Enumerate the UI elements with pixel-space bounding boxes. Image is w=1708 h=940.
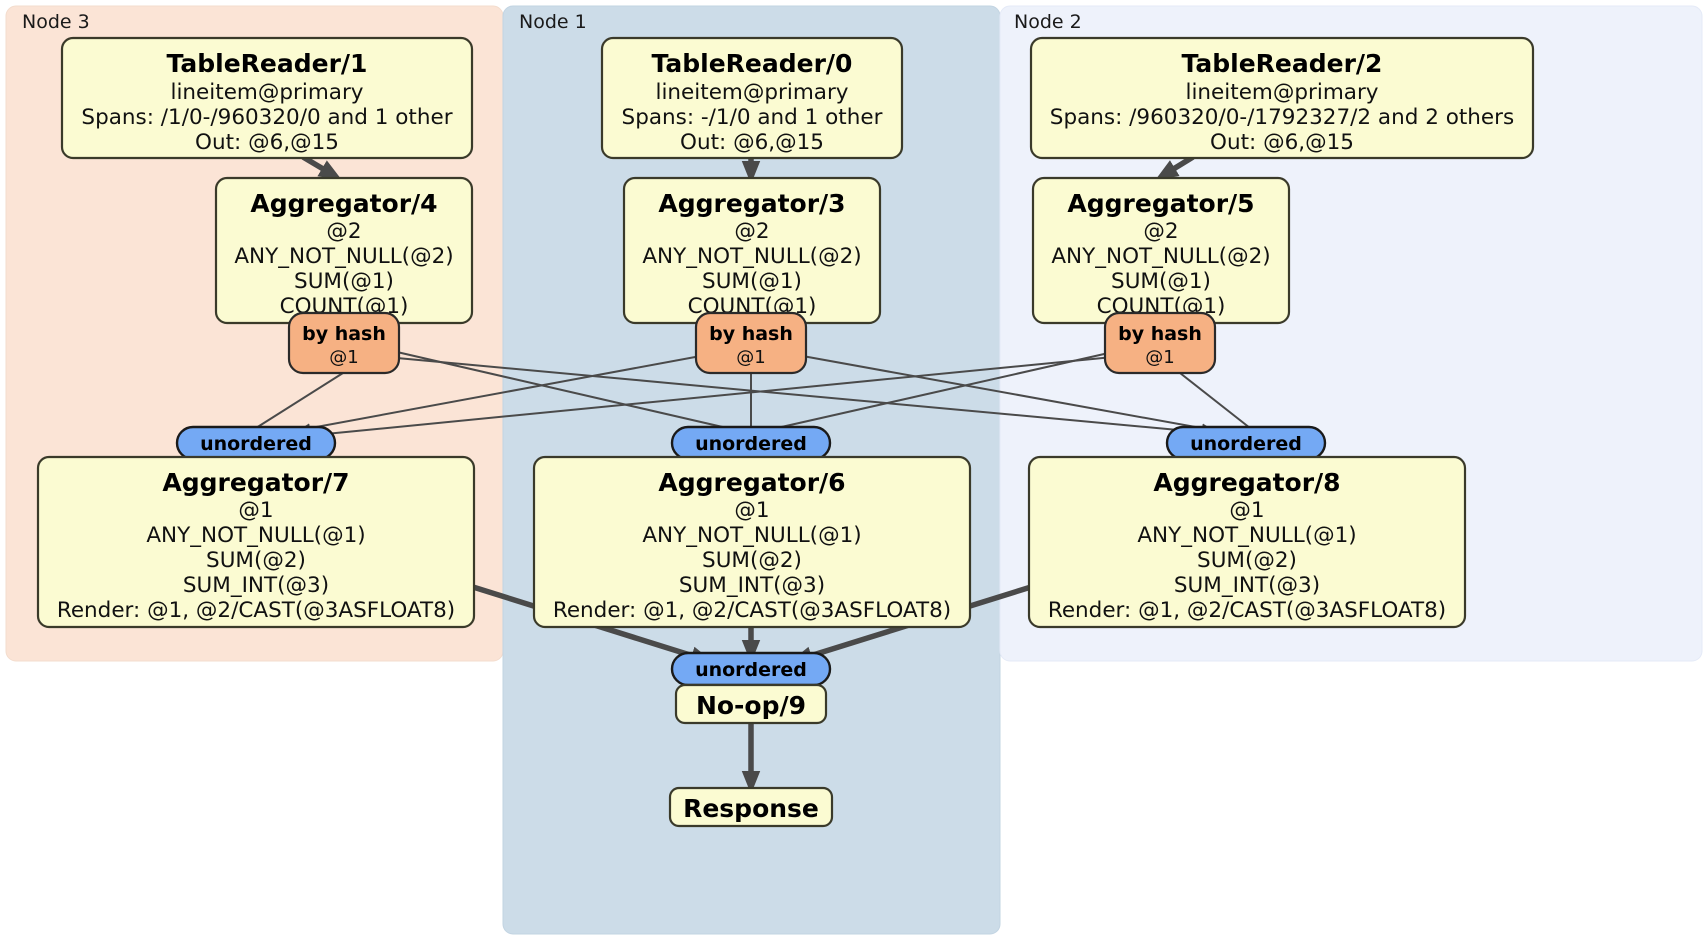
aggregator-5-line-0: @2	[1143, 219, 1178, 244]
processor-noop-9[interactable]: No-op/9	[674, 683, 828, 725]
tablereader-0-line-0: lineitem@primary	[655, 80, 848, 105]
aggregator-7-title: Aggregator/7	[162, 468, 349, 497]
tablereader-2-title: TableReader/2	[1182, 49, 1383, 78]
aggregator-7-line-4: Render: @1, @2/CAST(@3ASFLOAT8)	[57, 598, 455, 623]
router-hash-left-sub: @1	[329, 347, 358, 368]
aggregator-6-line-1: ANY_NOT_NULL(@1)	[642, 523, 861, 548]
tablereader-1-title: TableReader/1	[167, 49, 368, 78]
receiver-unordered-center[interactable]: unordered	[670, 425, 832, 461]
router-hash-center-sub: @1	[736, 347, 765, 368]
panel-node-1-label: Node 1	[519, 11, 587, 33]
aggregator-3-line-0: @2	[734, 219, 769, 244]
aggregator-3-line-1: ANY_NOT_NULL(@2)	[642, 244, 861, 269]
tablereader-0-title: TableReader/0	[652, 49, 853, 78]
processor-response[interactable]: Response	[668, 786, 834, 828]
aggregator-8-line-1: ANY_NOT_NULL(@1)	[1137, 523, 1356, 548]
router-hash-left-label: by hash	[302, 323, 386, 345]
aggregator-8-line-4: Render: @1, @2/CAST(@3ASFLOAT8)	[1048, 598, 1446, 623]
processor-aggregator-3[interactable]: Aggregator/3 @2 ANY_NOT_NULL(@2) SUM(@1)…	[622, 176, 882, 325]
aggregator-4-title: Aggregator/4	[250, 189, 437, 218]
processor-tablereader-2[interactable]: TableReader/2 lineitem@primary Spans: /9…	[1029, 36, 1535, 160]
aggregator-8-line-2: SUM(@2)	[1197, 548, 1297, 573]
noop-9-title: No-op/9	[696, 691, 806, 720]
edge-hashleft-unordered-center	[396, 351, 728, 429]
tablereader-1-line-0: lineitem@primary	[170, 80, 363, 105]
edge-hashright-unordered-right	[1179, 372, 1251, 429]
edge-hashleft-unordered-right	[396, 357, 1202, 436]
receiver-unordered-right[interactable]: unordered	[1165, 425, 1327, 461]
router-hash-right-label: by hash	[1118, 323, 1202, 345]
aggregator-7-line-3: SUM_INT(@3)	[183, 573, 329, 598]
processor-tablereader-0[interactable]: TableReader/0 lineitem@primary Spans: -/…	[600, 36, 904, 160]
aggregator-5-line-1: ANY_NOT_NULL(@2)	[1051, 244, 1270, 269]
edge-tr1-agg4	[301, 154, 342, 181]
aggregator-6-line-4: Render: @1, @2/CAST(@3ASFLOAT8)	[553, 598, 951, 623]
aggregator-4-line-2: SUM(@1)	[294, 269, 394, 294]
processor-aggregator-8[interactable]: Aggregator/8 @1 ANY_NOT_NULL(@1) SUM(@2)…	[1027, 455, 1467, 629]
panel-node-3-label: Node 3	[22, 11, 90, 33]
processor-aggregator-7[interactable]: Aggregator/7 @1 ANY_NOT_NULL(@1) SUM(@2)…	[36, 455, 476, 629]
edge-hashleft-unordered-left	[255, 372, 344, 429]
processor-aggregator-5[interactable]: Aggregator/5 @2 ANY_NOT_NULL(@2) SUM(@1)…	[1031, 176, 1291, 325]
tablereader-1-line-1: Spans: /1/0-/960320/0 and 1 other	[81, 105, 452, 130]
aggregator-7-line-0: @1	[238, 498, 273, 523]
aggregator-6-line-3: SUM_INT(@3)	[679, 573, 825, 598]
aggregator-4-line-1: ANY_NOT_NULL(@2)	[234, 244, 453, 269]
aggregator-5-line-2: SUM(@1)	[1111, 269, 1211, 294]
aggregator-6-title: Aggregator/6	[658, 468, 845, 497]
aggregator-3-line-2: SUM(@1)	[702, 269, 802, 294]
panel-node-2-label: Node 2	[1014, 11, 1082, 33]
processor-aggregator-4[interactable]: Aggregator/4 @2 ANY_NOT_NULL(@2) SUM(@1)…	[214, 176, 474, 325]
router-hash-center-label: by hash	[709, 323, 793, 345]
tablereader-2-line-1: Spans: /960320/0-/1792327/2 and 2 others	[1050, 105, 1514, 130]
router-hash-right[interactable]: by hash @1	[1103, 311, 1217, 375]
processor-tablereader-1[interactable]: TableReader/1 lineitem@primary Spans: /1…	[60, 36, 474, 160]
receiver-unordered-final[interactable]: unordered	[670, 651, 832, 687]
tablereader-2-line-2: Out: @6,@15	[1210, 130, 1354, 155]
router-hash-left[interactable]: by hash @1	[287, 311, 401, 375]
receiver-unordered-left-label: unordered	[200, 433, 312, 455]
aggregator-5-title: Aggregator/5	[1067, 189, 1254, 218]
aggregator-8-title: Aggregator/8	[1153, 468, 1340, 497]
aggregator-7-line-2: SUM(@2)	[206, 548, 306, 573]
aggregator-8-line-0: @1	[1229, 498, 1264, 523]
aggregator-3-title: Aggregator/3	[658, 189, 845, 218]
receiver-unordered-left[interactable]: unordered	[175, 425, 337, 461]
edge-hashright-unordered-left	[303, 356, 1114, 440]
aggregator-6-line-2: SUM(@2)	[702, 548, 802, 573]
edge-hashcenter-unordered-left	[298, 354, 707, 433]
router-hash-right-sub: @1	[1145, 347, 1174, 368]
tablereader-0-line-1: Spans: -/1/0 and 1 other	[622, 105, 883, 130]
receiver-unordered-center-label: unordered	[695, 433, 807, 455]
tablereader-1-line-2: Out: @6,@15	[195, 130, 339, 155]
tablereader-0-line-2: Out: @6,@15	[680, 130, 824, 155]
processor-aggregator-6[interactable]: Aggregator/6 @1 ANY_NOT_NULL(@1) SUM(@2)…	[532, 455, 972, 629]
edge-tr2-agg5	[1155, 154, 1195, 181]
aggregator-8-line-3: SUM_INT(@3)	[1174, 573, 1320, 598]
edge-hashright-unordered-center	[776, 351, 1114, 429]
router-hash-center[interactable]: by hash @1	[694, 311, 808, 375]
tablereader-2-line-0: lineitem@primary	[1185, 80, 1378, 105]
aggregator-7-line-1: ANY_NOT_NULL(@1)	[146, 523, 365, 548]
receiver-unordered-final-label: unordered	[695, 659, 807, 681]
response-title: Response	[683, 794, 819, 823]
aggregator-6-line-0: @1	[734, 498, 769, 523]
edge-hashcenter-unordered-right	[796, 354, 1214, 433]
aggregator-4-line-0: @2	[326, 219, 361, 244]
receiver-unordered-right-label: unordered	[1190, 433, 1302, 455]
